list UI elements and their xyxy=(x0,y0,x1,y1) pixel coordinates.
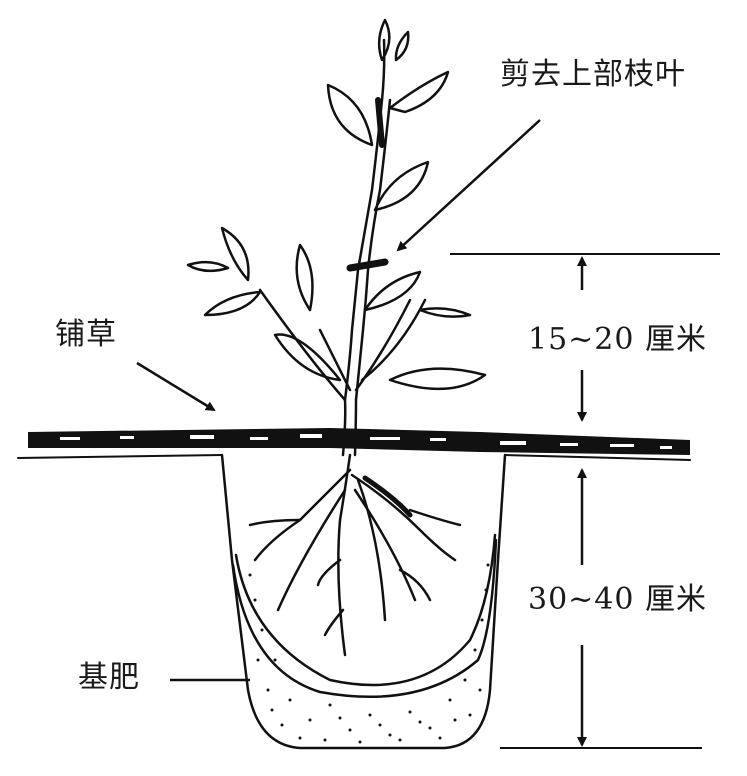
base-fertilizer-label: 基肥 xyxy=(78,660,140,695)
prune-pointer-arrow xyxy=(396,119,541,252)
above-height-label: 15~20 厘米 xyxy=(528,322,708,357)
planting-pit xyxy=(220,453,507,750)
dimension-above-ground xyxy=(450,253,720,422)
dimension-pit-depth xyxy=(500,468,702,749)
pit-depth-label: 30~40 厘米 xyxy=(528,582,708,617)
root-system xyxy=(248,453,462,657)
mulch-pointer-arrow xyxy=(136,361,216,412)
prune-label: 剪去上部枝叶 xyxy=(500,57,686,92)
seedling-plant xyxy=(186,18,487,457)
mulch-label: 铺草 xyxy=(55,317,117,352)
base-fertilizer-layer xyxy=(231,533,498,744)
mulch-ground-layer xyxy=(17,428,691,461)
